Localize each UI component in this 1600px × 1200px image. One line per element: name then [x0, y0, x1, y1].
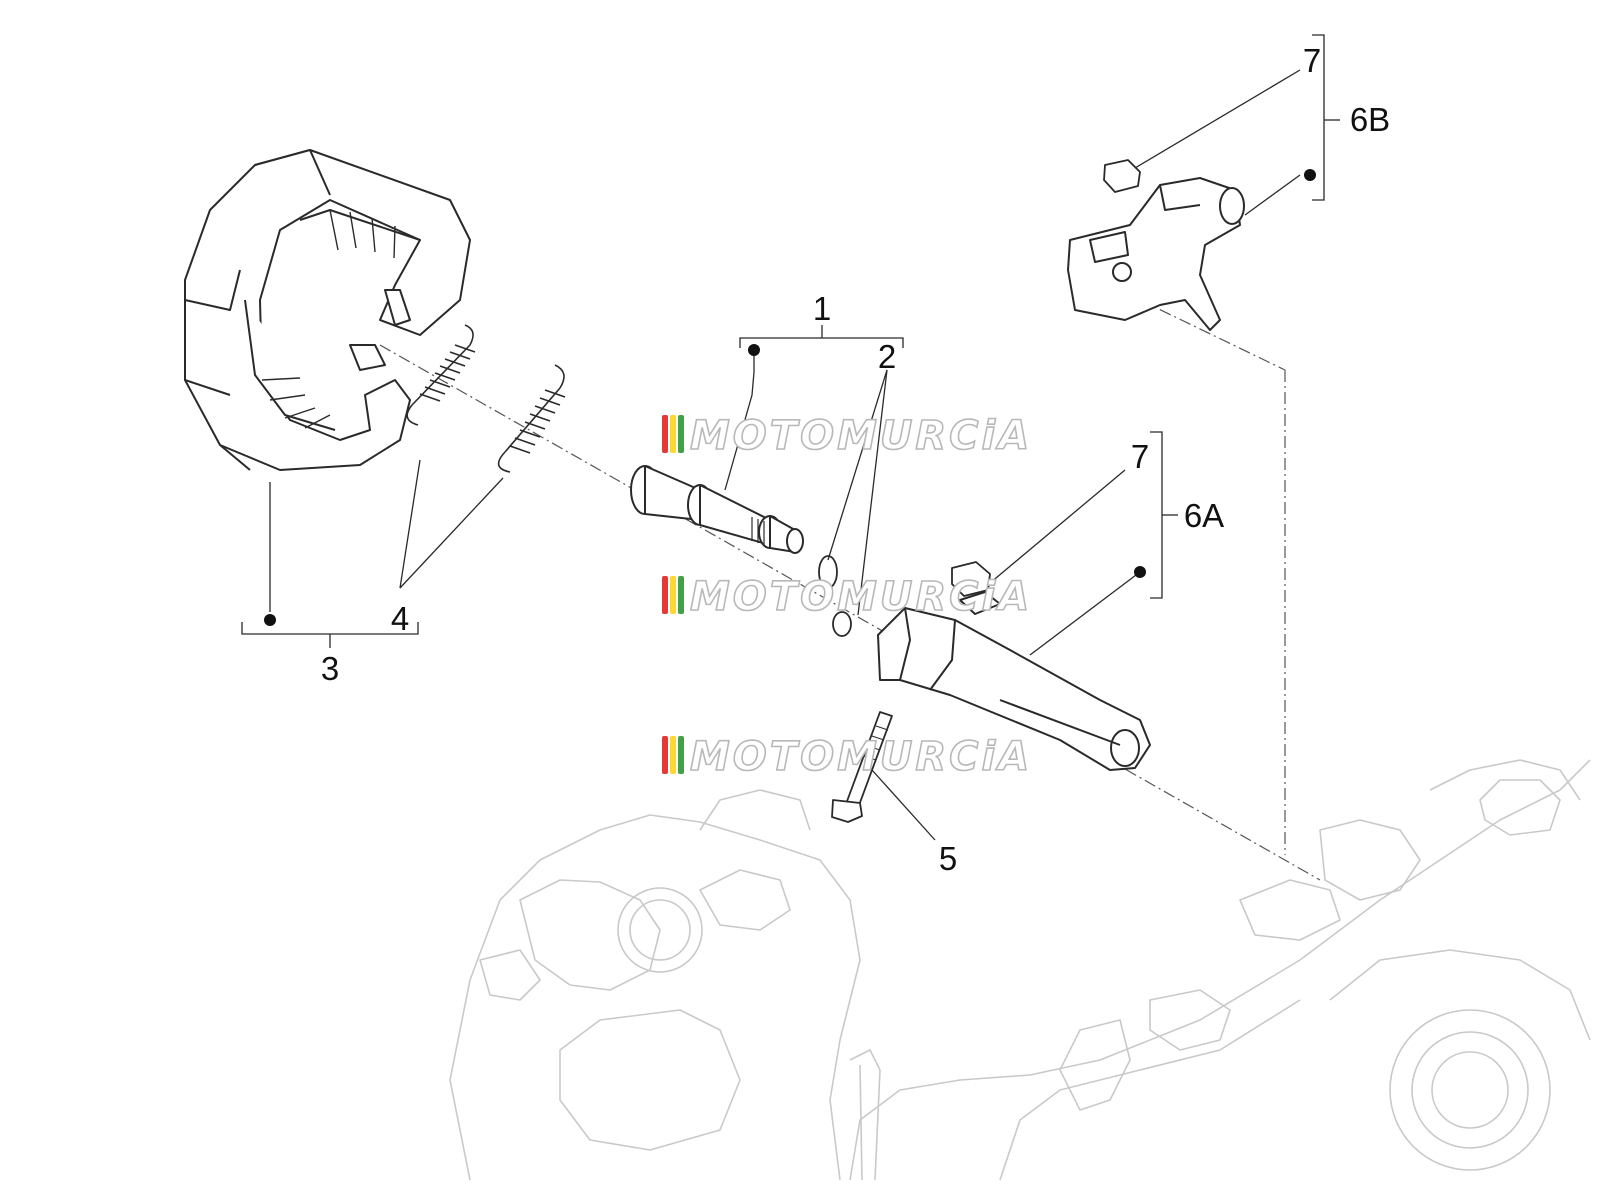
watermark-stripe-yellow: [670, 576, 676, 614]
watermark-text: MOTOMURCiA: [690, 574, 1032, 620]
dot-part-3: [264, 614, 276, 626]
callout-1: 1: [813, 290, 831, 327]
callout-6a: 6A: [1184, 497, 1224, 534]
watermark-stripe-red: [662, 415, 668, 453]
callout-2: 2: [878, 338, 896, 375]
brake-lever-6a: [877, 591, 1151, 771]
nut-7a: [951, 561, 991, 597]
callout-3: 3: [321, 650, 339, 687]
dot-part-1: [748, 344, 760, 356]
nut-7b: [1103, 159, 1141, 193]
callout-7b: 7: [1303, 42, 1321, 79]
watermark-stripe-red: [662, 576, 668, 614]
brake-lever-6b: [1067, 177, 1245, 331]
engine-crankcase-outline: [449, 759, 1591, 1181]
callout-7a: 7: [1131, 438, 1149, 475]
callout-labels: 1 2 3 4 5 6A 6B 7 7: [321, 42, 1390, 877]
watermark-stripe-green: [678, 415, 684, 453]
callout-6b: 6B: [1350, 101, 1390, 138]
watermark-3: MOTOMURCiA: [662, 733, 1032, 781]
dot-part-6b: [1304, 169, 1316, 181]
watermark-text: MOTOMURCiA: [690, 734, 1032, 780]
watermark-1: MOTOMURCiA: [662, 412, 1032, 460]
watermark-2: MOTOMURCiA: [662, 573, 1032, 621]
watermark-stripe-yellow: [670, 415, 676, 453]
watermark-text: MOTOMURCiA: [690, 413, 1032, 459]
spring-2: [497, 364, 566, 473]
brake-springs: [406, 324, 566, 473]
watermark-stripe-green: [678, 576, 684, 614]
o-ring-washer: [818, 555, 852, 637]
callout-5: 5: [939, 840, 957, 877]
callout-4: 4: [391, 600, 409, 637]
assembly-axis-lines: [379, 299, 1321, 881]
brake-shoe-assembly: [184, 149, 471, 471]
brake-camshaft: [630, 465, 804, 554]
watermark-stripe-green: [678, 736, 684, 774]
bolt: [831, 711, 893, 823]
leader-lines: [241, 34, 1340, 841]
watermark-stripe-red: [662, 736, 668, 774]
dot-part-6a: [1134, 566, 1146, 578]
reference-dots: [264, 169, 1316, 626]
watermark-stripe-yellow: [670, 736, 676, 774]
spring-1: [406, 324, 476, 426]
